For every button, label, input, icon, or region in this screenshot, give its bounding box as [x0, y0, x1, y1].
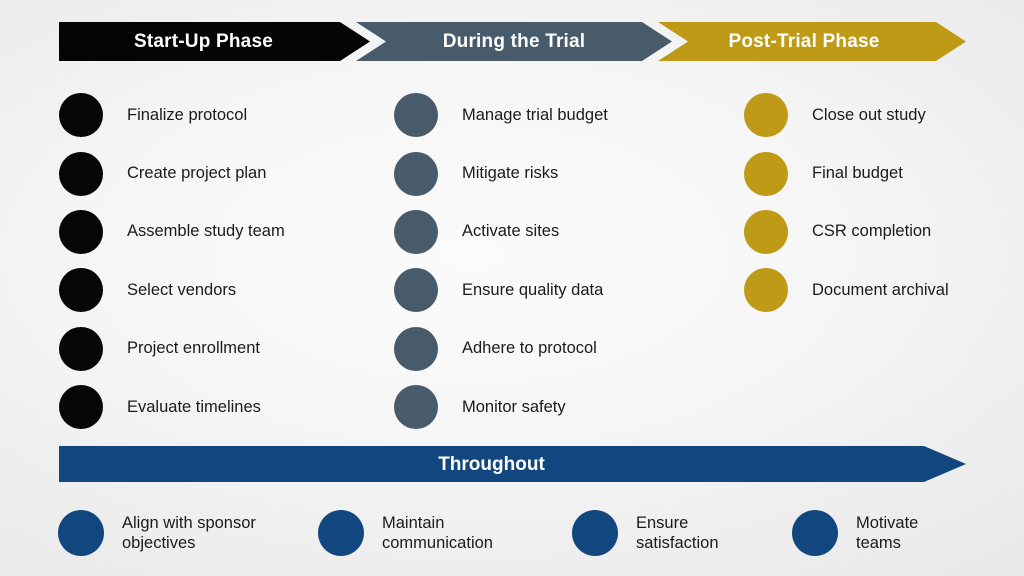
bullet-circle-icon: [572, 510, 618, 556]
task-row[interactable]: Document archival: [744, 261, 1024, 319]
phase-arrow-post-trial[interactable]: Post-Trial Phase: [658, 22, 966, 61]
task-label: Document archival: [812, 280, 949, 299]
task-label: Finalize protocol: [127, 105, 248, 124]
bullet-circle-icon: [318, 510, 364, 556]
bullet-circle-icon: [394, 326, 438, 371]
task-column-post-trial: Close out study Final budget CSR complet…: [744, 86, 1024, 320]
throughout-item[interactable]: Motivate teams: [792, 509, 918, 557]
bullet-circle-icon: [744, 93, 788, 138]
task-row[interactable]: Project enrollment: [59, 320, 359, 378]
bullet-circle-icon: [744, 209, 788, 254]
task-label: Assemble study team: [127, 222, 285, 241]
task-label: Select vendors: [127, 280, 237, 299]
phase-arrow-during-trial[interactable]: During the Trial: [356, 22, 672, 61]
task-row[interactable]: Create project plan: [59, 144, 359, 202]
bullet-circle-icon: [394, 151, 438, 196]
bullet-circle-icon: [744, 268, 788, 313]
bullet-circle-icon: [792, 510, 838, 556]
bullet-circle-icon: [394, 209, 438, 254]
task-label: Close out study: [812, 105, 926, 124]
task-row[interactable]: Manage trial budget: [394, 86, 694, 144]
task-label: Adhere to protocol: [462, 339, 597, 358]
task-row[interactable]: Ensure quality data: [394, 261, 694, 319]
task-label: Manage trial budget: [462, 105, 608, 124]
task-label: Create project plan: [127, 164, 267, 183]
task-label: Activate sites: [462, 222, 560, 241]
bullet-circle-icon: [59, 151, 103, 196]
task-label: Mitigate risks: [462, 164, 559, 183]
throughout-item-label: Motivate teams: [856, 513, 919, 552]
throughout-items-row: Align with sponsor objectives Maintain c…: [0, 509, 1024, 569]
bullet-circle-icon: [744, 151, 788, 196]
task-row[interactable]: Mitigate risks: [394, 144, 694, 202]
task-label: CSR completion: [812, 222, 932, 241]
task-column-during-trial: Manage trial budget Mitigate risks Activ…: [394, 86, 694, 436]
bullet-circle-icon: [59, 209, 103, 254]
task-row[interactable]: Adhere to protocol: [394, 320, 694, 378]
task-row[interactable]: Evaluate timelines: [59, 378, 359, 436]
throughout-item[interactable]: Ensure satisfaction: [572, 509, 719, 557]
task-label: Evaluate timelines: [127, 397, 261, 416]
bullet-circle-icon: [58, 510, 104, 556]
phase-header-arrows: Start-Up Phase During the Trial Post-Tri…: [0, 22, 1024, 61]
throughout-item[interactable]: Maintain communication: [318, 509, 493, 557]
task-label: Monitor safety: [462, 397, 566, 416]
task-row[interactable]: CSR completion: [744, 203, 1024, 261]
task-column-start-up: Finalize protocol Create project plan As…: [59, 86, 359, 436]
bullet-circle-icon: [59, 385, 103, 430]
throughout-item-label: Align with sponsor objectives: [122, 513, 256, 552]
phase-title-during-trial: During the Trial: [442, 31, 586, 52]
throughout-item-label: Maintain communication: [382, 513, 493, 552]
task-row[interactable]: Final budget: [744, 144, 1024, 202]
phase-arrow-start-up[interactable]: Start-Up Phase: [59, 22, 370, 61]
phase-title-post-trial: Post-Trial Phase: [728, 31, 880, 52]
throughout-item[interactable]: Align with sponsor objectives: [58, 509, 256, 557]
bullet-circle-icon: [394, 385, 438, 430]
bullet-circle-icon: [59, 93, 103, 138]
bullet-circle-icon: [394, 268, 438, 313]
bullet-circle-icon: [59, 326, 103, 371]
task-row[interactable]: Assemble study team: [59, 203, 359, 261]
throughout-arrow-bar[interactable]: Throughout: [59, 446, 966, 482]
throughout-item-label: Ensure satisfaction: [636, 513, 719, 552]
task-row[interactable]: Close out study: [744, 86, 1024, 144]
task-label: Project enrollment: [127, 339, 260, 358]
task-row[interactable]: Select vendors: [59, 261, 359, 319]
bullet-circle-icon: [394, 93, 438, 138]
task-row[interactable]: Activate sites: [394, 203, 694, 261]
task-label: Ensure quality data: [462, 280, 604, 299]
phase-title-start-up: Start-Up Phase: [133, 31, 273, 52]
bullet-circle-icon: [59, 268, 103, 313]
task-label: Final budget: [812, 164, 903, 183]
task-row[interactable]: Finalize protocol: [59, 86, 359, 144]
task-row[interactable]: Monitor safety: [394, 378, 694, 436]
throughout-title: Throughout: [438, 453, 545, 475]
